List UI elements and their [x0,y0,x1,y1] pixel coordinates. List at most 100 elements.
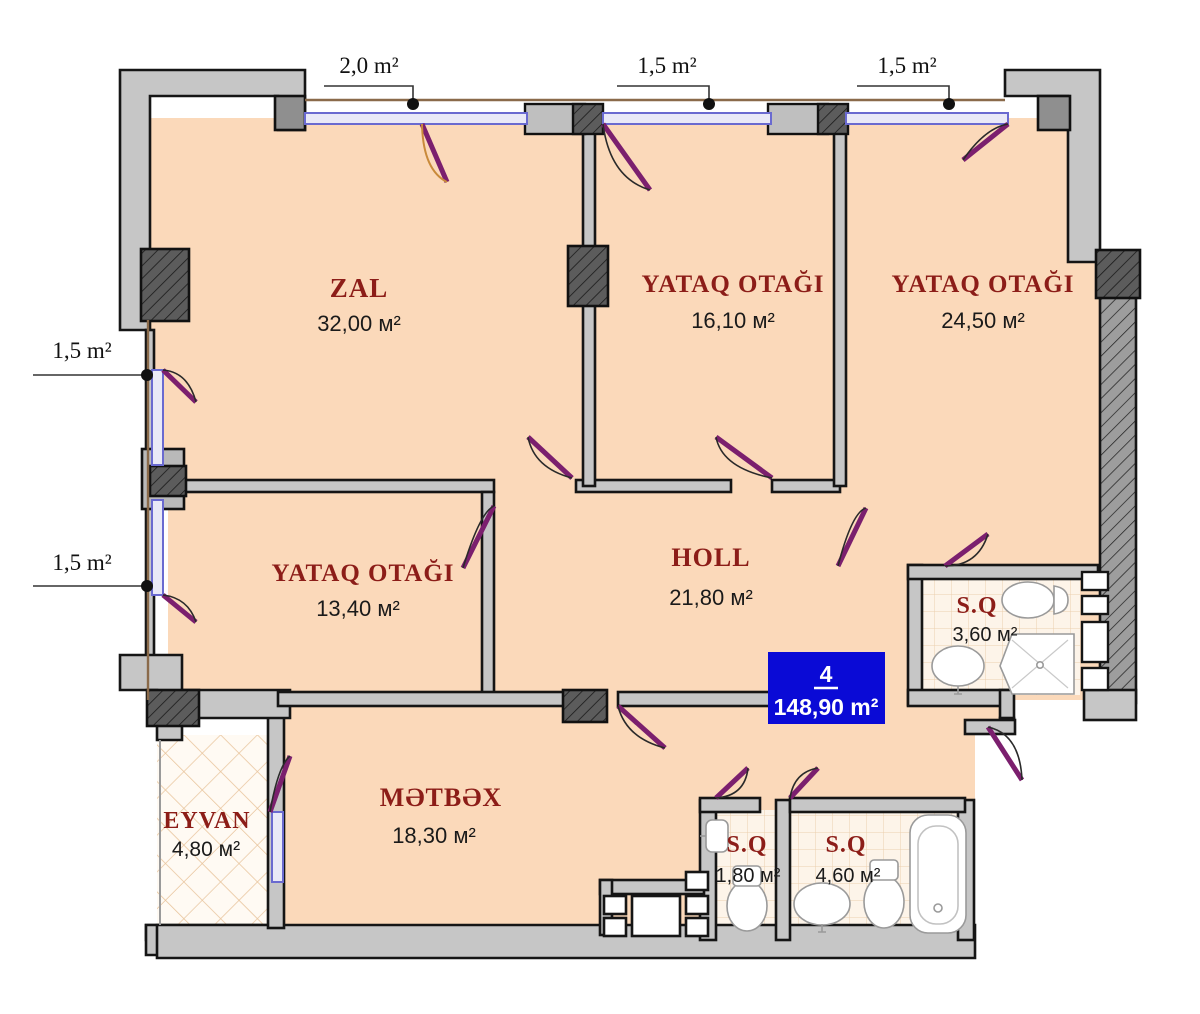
column-top-right-corner [1036,94,1072,132]
room-name-kitchen: MƏTBƏX [380,783,502,812]
door-arc-bathroom-main[interactable] [789,767,819,799]
dot-balcony-top-left [407,98,419,110]
door-leaf-bed1-holl[interactable] [714,434,774,481]
room-name-bathroom-main: S.Q [825,832,866,858]
column-left-mid [148,464,188,498]
wall-top-right [1003,68,1102,264]
door-leaf-bed3-upper[interactable] [526,435,574,480]
balcony-floor-hatch [157,735,275,940]
column-mid-upper [566,244,610,308]
sink-bathroom-right [931,645,985,695]
door-arc-bed1-top[interactable] [602,123,651,191]
room-area-bathroom-small: 1,80 м² [716,865,781,887]
door-leaf-bed1-top[interactable] [600,122,653,192]
door-leaf-bathroom-small[interactable] [714,766,750,800]
dim-label-balcony-top-left: 2,0 m² [339,53,398,78]
wall-right-bottom-block [1082,688,1138,722]
dim-label-window-top-mid: 1,5 m² [637,53,696,78]
room-area-balcony: 4,80 м² [172,838,240,861]
door-arc-bed1-holl[interactable] [715,436,773,479]
column-left-upper [139,247,191,323]
door-arc-zal-balcony[interactable] [421,123,448,183]
window-top-left [304,112,528,125]
door-leaf-bathroom-right[interactable] [943,531,990,569]
door-leaf-entrance[interactable] [985,725,1025,782]
fixtures [602,570,1110,938]
unit-badge-area: 148,90 m² [774,694,879,720]
door-arc-bed3-upper[interactable] [527,436,573,479]
door-leaf-zal-balcony[interactable] [419,123,450,183]
wall-bath-small-top [698,796,762,814]
door-arc-bed2-holl[interactable] [837,507,867,567]
column-kitchen [561,688,609,724]
door-leaf-left-lower[interactable] [161,593,198,624]
window-left-lower [151,499,164,596]
wall-bathroom-right-bottom [906,688,1015,708]
windows [146,98,1009,925]
door-arc-kitchen[interactable] [617,705,666,749]
column-right-upper [1094,248,1142,300]
wall-bath-divider [774,798,792,942]
apartment-floor-fill [150,112,1105,940]
room-name-bathroom-right: S.Q [956,593,997,619]
wall-vertical-bed1-bed2 [832,116,848,488]
room-name-bedroom-3: YATAQ OTAĞI [271,558,454,587]
wall-interior-h-mid [574,478,733,494]
dim-label-window-left-lower: 1,5 m² [52,550,111,575]
room-area-bedroom-2: 24,50 м² [941,308,1025,333]
window-balcony-door [271,811,284,883]
door-arc-bed3-holl[interactable] [462,505,495,569]
door-leaf-left-upper[interactable] [161,368,198,404]
dot-window-top-right [943,98,955,110]
door-arc-balcony[interactable] [269,755,291,813]
door-leaf-balcony[interactable] [267,755,293,813]
wall-bathroom-right-top [906,563,1100,581]
bathtub [909,814,967,934]
room-area-bathroom-main: 4,60 м² [816,865,881,887]
window-top-right [845,112,1009,125]
wall-bath-main-top [788,796,967,814]
door-arc-bathroom-small[interactable] [715,767,749,799]
sink-bathroom-main [793,882,851,933]
door-arc-entrance[interactable] [987,726,1023,781]
unit-badge[interactable]: 4 148,90 m² [768,652,885,724]
window-column-mid [571,102,605,136]
door-leaf-bed2-holl[interactable] [835,506,869,568]
door-leaf-bed2-top[interactable] [961,122,1010,162]
room-name-bedroom-2: YATAQ OTAĞI [891,269,1074,298]
window-column-right [816,102,850,136]
structural-columns [139,94,1142,728]
door-arc-left-lower[interactable] [162,594,197,623]
room-area-zal: 32,00 м² [317,311,401,336]
room-name-zal: ZAL [330,273,389,303]
window-left-upper [151,369,164,466]
door-leaf-bed3-holl[interactable] [460,504,497,570]
door-arc-bed2-top[interactable] [962,123,1009,161]
dim-label-window-top-right: 1,5 m² [877,53,936,78]
shower-bathroom-right [999,633,1075,695]
window-top-mid [602,112,772,125]
door-leaf-kitchen[interactable] [616,704,667,750]
room-area-kitchen: 18,30 м² [392,823,476,848]
doors[interactable] [161,122,1025,813]
wall-niches-right [1080,570,1110,692]
dim-leader-dots [141,98,955,592]
room-area-bedroom-1: 16,10 м² [691,308,775,333]
door-leaf-bathroom-main[interactable] [788,766,820,800]
room-area-holl: 21,80 м² [669,585,753,610]
dot-window-left-lower [141,580,153,592]
door-arc-bathroom-right[interactable] [944,533,989,567]
dot-window-top-mid [703,98,715,110]
door-arc-left-upper[interactable] [162,369,197,403]
toilet-bathroom-right [1001,581,1069,619]
room-name-balcony: EYVAN [163,808,250,834]
column-left-lower [145,688,201,728]
dim-label-window-left-upper: 1,5 m² [52,338,111,363]
wall-bathroom-right-left [906,563,924,707]
column-top-left-corner [273,94,307,132]
room-name-holl: HOLL [671,543,750,572]
room-labels: ZAL 32,00 м² YATAQ OTAĞI 16,10 м² YATAQ … [163,269,1074,887]
toilet-bathroom-small [726,865,768,932]
